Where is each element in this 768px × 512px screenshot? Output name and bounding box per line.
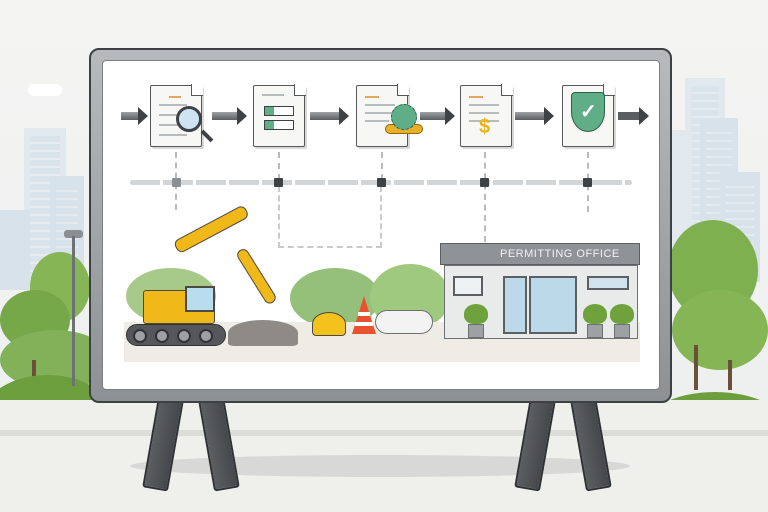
timeline-node — [172, 178, 181, 187]
curb — [0, 430, 768, 436]
hard-hat-icon — [312, 312, 346, 336]
timeline-node — [583, 178, 592, 187]
potted-plant — [610, 304, 634, 324]
connector-line — [484, 152, 486, 242]
step-approval: ✓ — [562, 84, 615, 147]
excavator-cab — [185, 286, 215, 312]
timeline-node — [377, 178, 386, 187]
flow-arrow-icon — [420, 107, 455, 125]
pipe-roll — [375, 310, 433, 334]
potted-plant — [583, 304, 607, 324]
plant-pot — [614, 324, 630, 338]
office-sign — [440, 243, 640, 265]
building-door — [503, 276, 527, 334]
city-building — [0, 210, 30, 290]
timeline-node — [480, 178, 489, 187]
step-fee-payment: $ — [460, 84, 513, 147]
flow-arrow-icon — [212, 107, 247, 125]
flow-arrow-icon — [310, 107, 349, 125]
dollar-icon: $ — [479, 116, 491, 138]
building-door — [529, 276, 577, 334]
connector-line — [278, 152, 280, 180]
shield-icon: ✓ — [571, 92, 605, 132]
flow-arrow-icon — [121, 107, 148, 125]
building-window — [453, 276, 483, 296]
street-lamp-head — [64, 230, 83, 238]
flow-arrow-icon — [515, 107, 554, 125]
stand-shadow — [130, 455, 630, 477]
cloud — [28, 84, 62, 96]
plant-pot — [468, 324, 484, 338]
excavator-tracks — [126, 324, 226, 346]
building-window — [587, 276, 629, 290]
cone-stripe — [355, 322, 373, 326]
checkmark-icon: ✓ — [580, 101, 597, 123]
step-form-checklist — [253, 84, 306, 147]
street-lamp-post — [72, 236, 75, 386]
tree — [672, 290, 768, 370]
connector-bracket — [278, 186, 382, 248]
seal-icon — [391, 104, 417, 130]
tree-trunk — [728, 360, 732, 390]
office-sign-text: PERMITTING OFFICE — [500, 248, 620, 260]
cone-stripe — [358, 312, 370, 316]
potted-plant — [464, 304, 488, 324]
flow-arrow-tail — [618, 107, 649, 125]
magnifier-icon — [176, 106, 202, 132]
timeline-node — [274, 178, 283, 187]
checkbox-icon — [264, 120, 294, 130]
plant-pot — [587, 324, 603, 338]
dirt-pile — [228, 320, 298, 346]
connector-line — [381, 152, 383, 180]
tree-trunk — [694, 345, 698, 390]
checkbox-icon — [264, 106, 294, 116]
